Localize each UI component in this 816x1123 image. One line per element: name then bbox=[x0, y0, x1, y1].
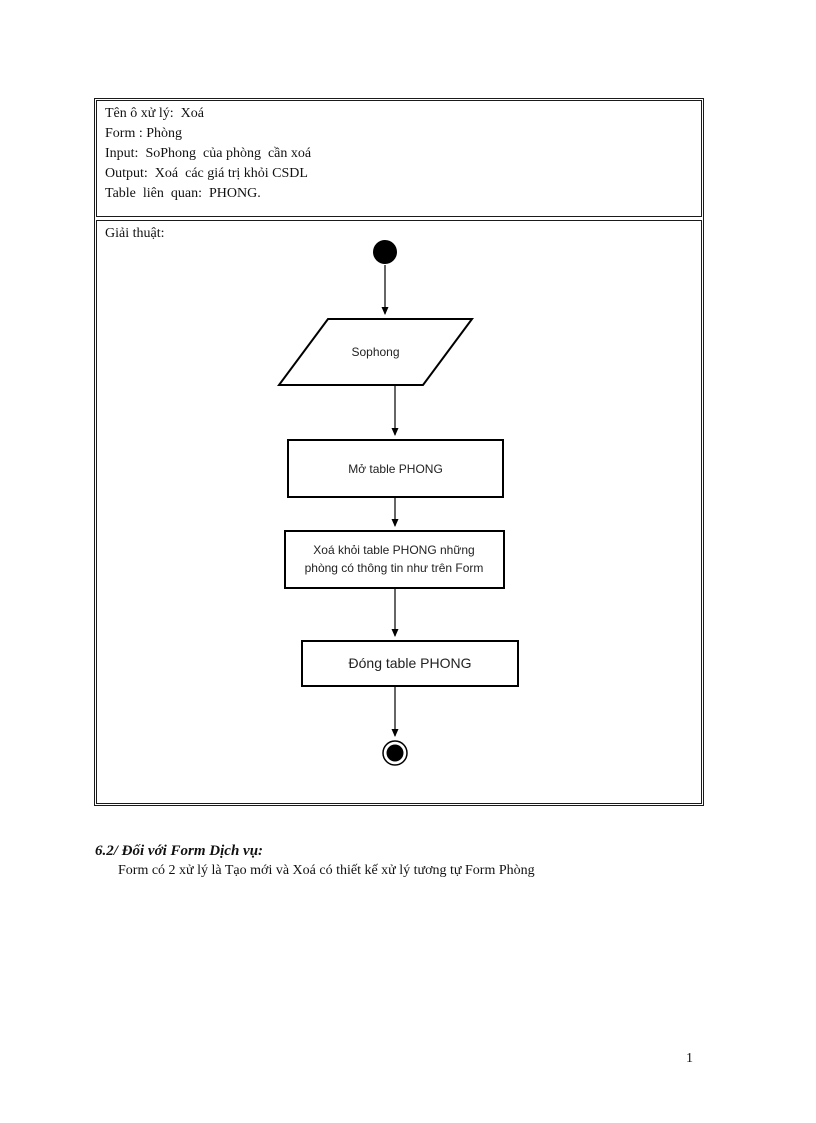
spec-line-table: Table liên quan: PHONG. bbox=[105, 186, 261, 201]
process-spec-table: Tên ô xử lý: Xoá Form : Phòng Input: SoP… bbox=[94, 98, 704, 806]
spec-line-process-name: Tên ô xử lý: Xoá bbox=[105, 106, 204, 121]
spec-line-input: Input: SoPhong của phòng cần xoá bbox=[105, 146, 312, 161]
section-heading: 6.2/ Đối với Form Dịch vụ: bbox=[95, 843, 264, 859]
algorithm-cell: Giải thuật: bbox=[96, 220, 702, 804]
process-spec-header-cell: Tên ô xử lý: Xoá Form : Phòng Input: SoP… bbox=[96, 100, 702, 217]
page-number: 1 bbox=[686, 1051, 693, 1066]
algorithm-label: Giải thuật: bbox=[105, 226, 165, 241]
spec-line-form: Form : Phòng bbox=[105, 126, 183, 141]
section-body-text: Form có 2 xử lý là Tạo mới và Xoá có thi… bbox=[118, 863, 535, 878]
spec-line-output: Output: Xoá các giá trị khỏi CSDL bbox=[105, 166, 308, 181]
